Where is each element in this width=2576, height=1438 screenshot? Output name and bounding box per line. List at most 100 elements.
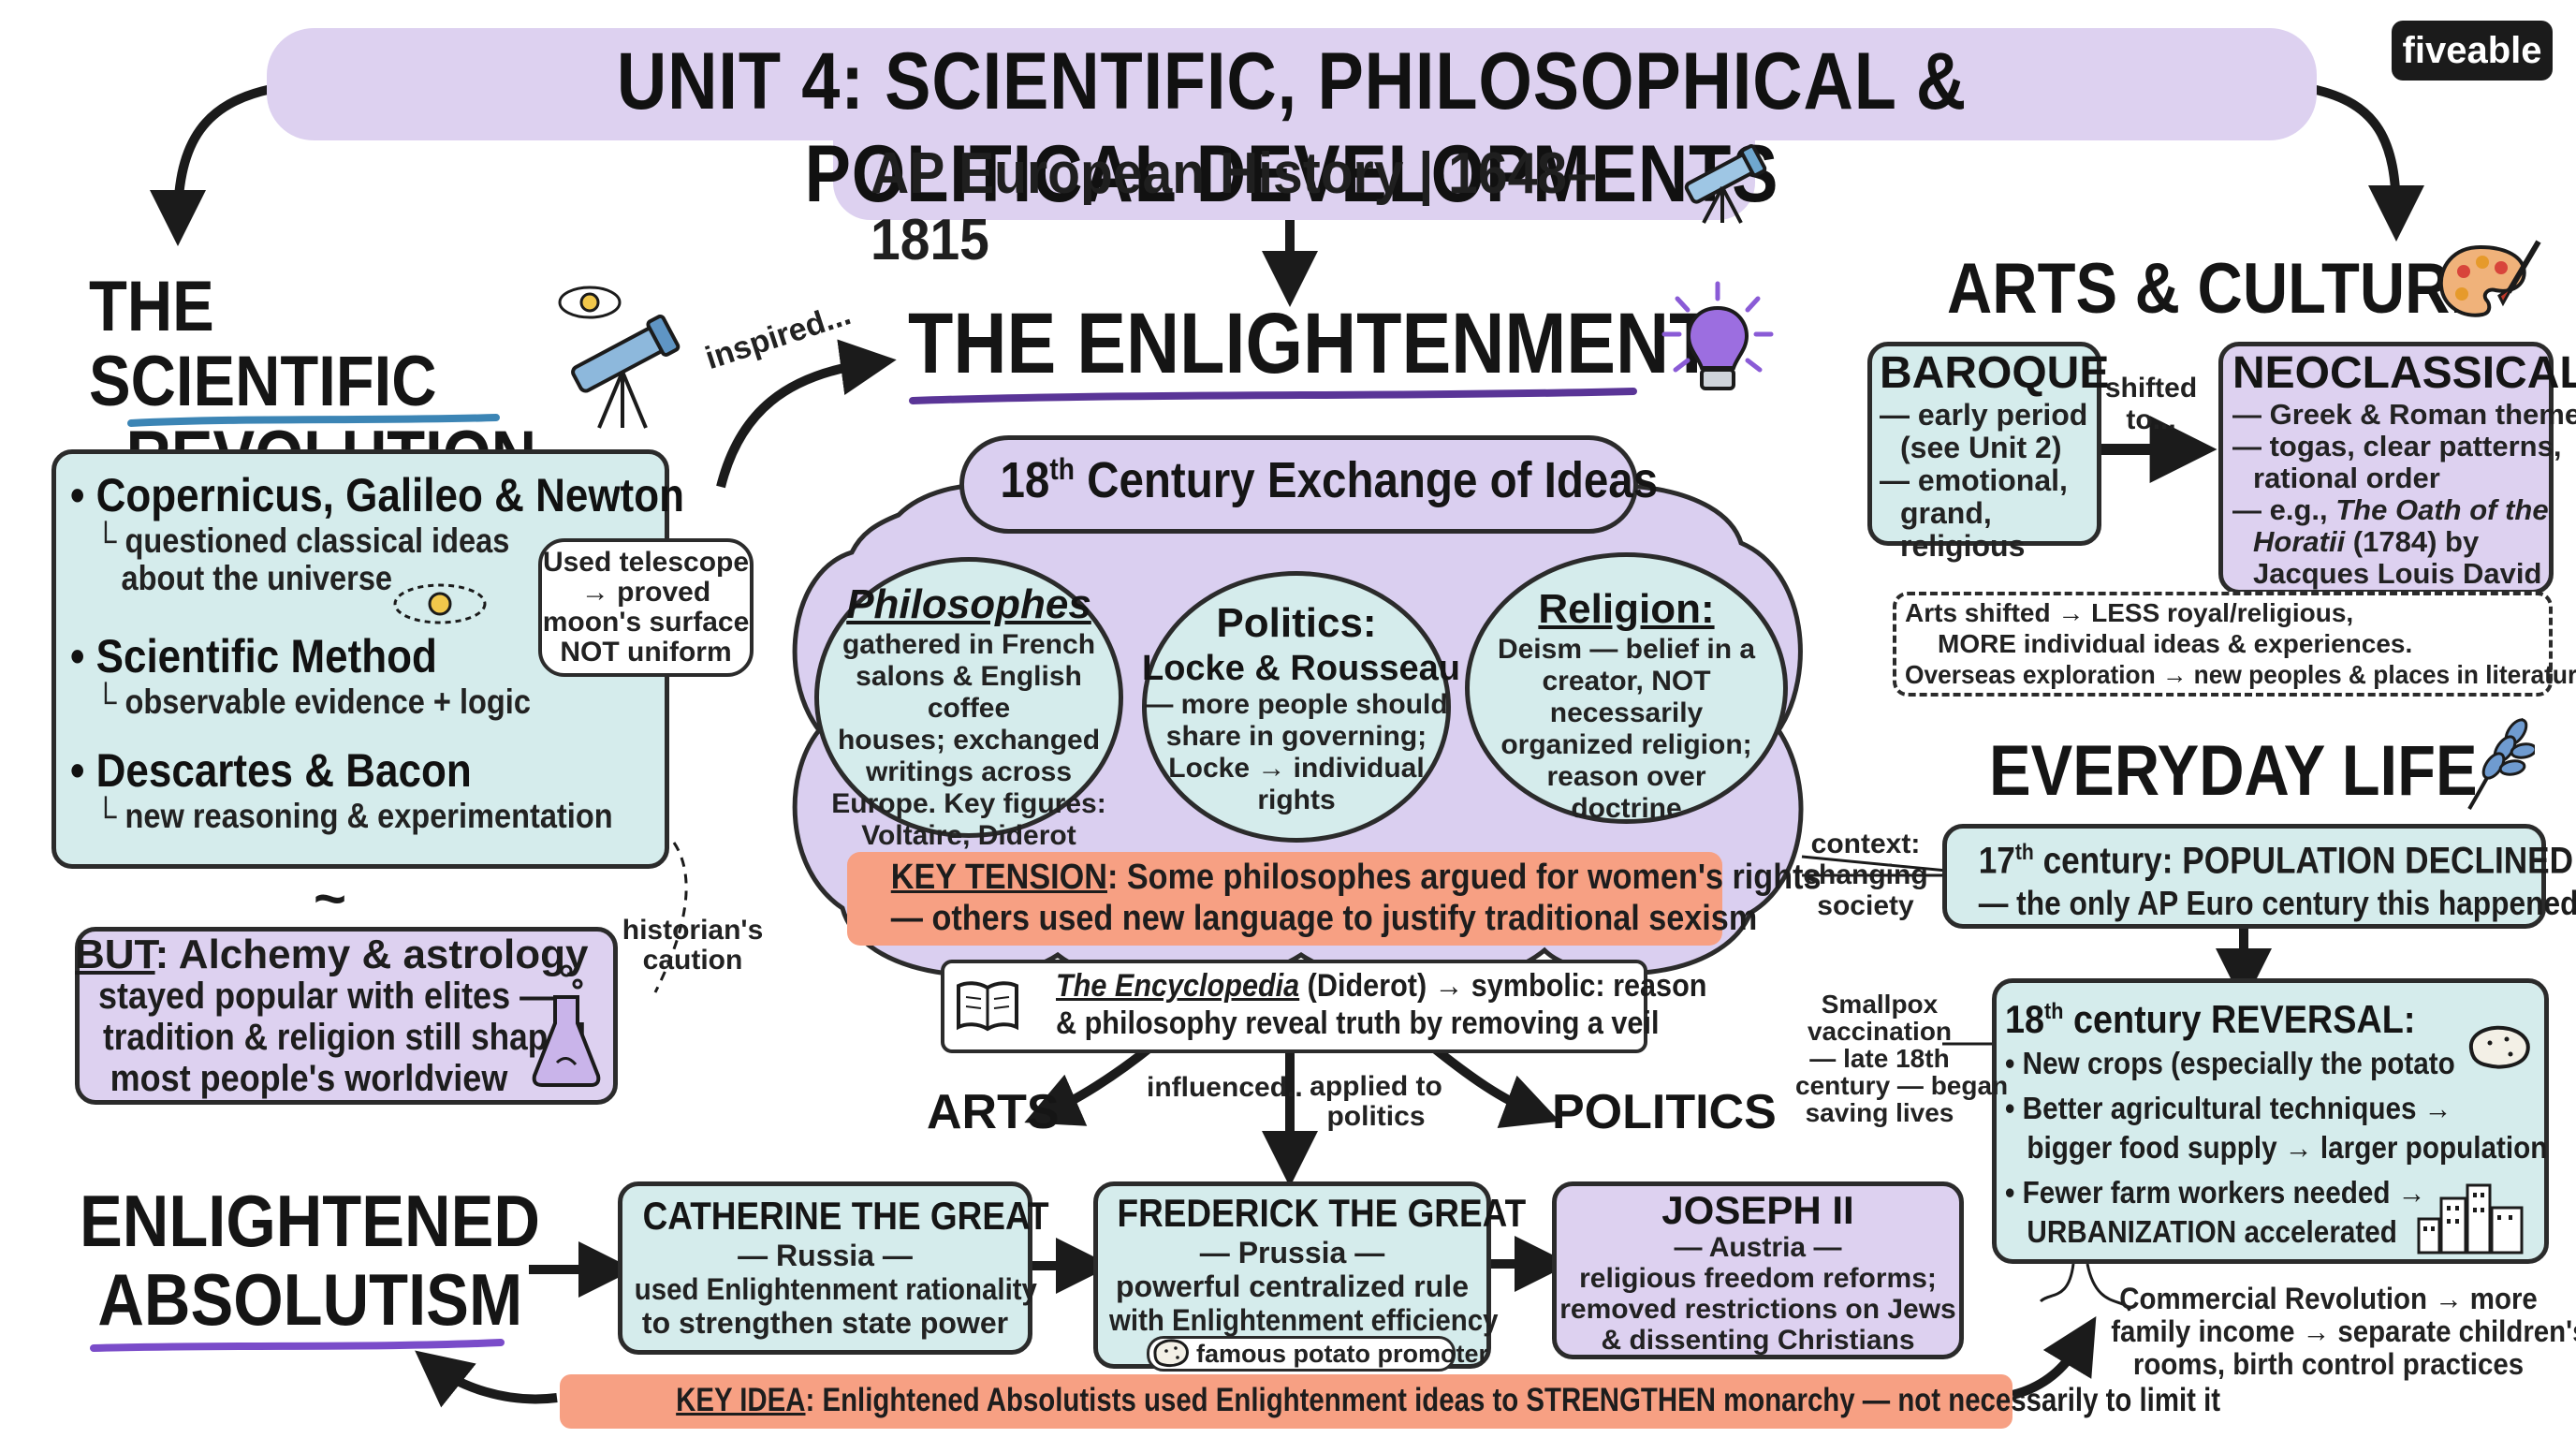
- frederick-line-1: — Prussia —: [1199, 1236, 1385, 1269]
- religion-line-5: doctrine: [1571, 793, 1682, 824]
- joseph-title: JOSEPH II: [1661, 1188, 1854, 1232]
- caution-line-2: caution: [642, 945, 743, 976]
- philosophes-line-4: writings across: [865, 756, 1073, 787]
- commercial-note: Commercial Revolution → more family inco…: [2092, 1283, 2576, 1381]
- subtitle-banner: [833, 131, 1755, 220]
- but-line-3: most people's worldview: [110, 1058, 508, 1099]
- but-text: BUT: Alchemy & astrology stayed popular …: [75, 934, 589, 1100]
- smallpox-line-4: century — began: [1795, 1071, 2009, 1100]
- c18-item-1: New crops (especially the potato: [2022, 1046, 2455, 1080]
- smallpox-line-2: vaccination: [1807, 1017, 1953, 1046]
- neo-line-2: — togas, clear patterns,: [2232, 430, 2562, 462]
- but-line-1: stayed popular with elites —: [98, 976, 554, 1017]
- key-tension-label: KEY TENSION: [890, 858, 1107, 897]
- sci-item-3-title: Descartes & Bacon: [95, 744, 472, 797]
- smallpox-line-3: — late 18th: [1809, 1044, 1950, 1073]
- politics-line-3: Locke → individual: [1168, 753, 1425, 784]
- joseph-text: JOSEPH II — Austria — religious freedom …: [1552, 1188, 1964, 1357]
- callout-line-3: moon's surface: [542, 607, 750, 638]
- sci-item-2-title: Scientific Method: [95, 630, 437, 682]
- catherine-line-2: used Enlightenment rationality: [634, 1272, 1037, 1306]
- neo-line-1: — Greek & Roman themes: [2232, 398, 2576, 431]
- key-tension-line-1: : Some philosophes argued for women's ri…: [1106, 858, 1822, 897]
- inspired-label: inspired...: [700, 296, 856, 377]
- encyclopedia-text: The Encyclopedia (Diderot) → symbolic: r…: [1025, 967, 1706, 1042]
- applied-line-1: applied to: [1310, 1071, 1442, 1102]
- callout-line-2: → proved: [580, 577, 711, 608]
- shift-note-line-2: MORE individual ideas & experiences.: [1938, 629, 2413, 658]
- philosophes-title: Philosophes: [846, 581, 1091, 627]
- c17-title: century: POPULATION DECLINED: [2033, 840, 2574, 882]
- sci-item-2-detail-1: observable evidence + logic: [124, 682, 531, 721]
- politics-text: Politics: Locke & Rousseau — more people…: [1142, 599, 1460, 816]
- encyclopedia-title: The Encyclopedia: [1056, 968, 1300, 1004]
- c17-text: 17th century: POPULATION DECLINED — the …: [1942, 831, 2576, 925]
- everyday-life-heading: EVERYDAY LIFE: [1989, 731, 2478, 811]
- but-line-2: tradition & religion still shaped: [103, 1017, 587, 1058]
- exchange-post: Century Exchange of Ideas: [1074, 452, 1659, 508]
- joseph-line-3: removed restrictions on Jews: [1559, 1294, 1956, 1325]
- c18-sup: th: [2044, 999, 2064, 1024]
- neoclassical-text: NEOCLASSICAL — Greek & Roman themes — to…: [2232, 348, 2576, 590]
- encyclopedia-line-1: (Diderot) → symbolic: reason: [1299, 968, 1707, 1004]
- c18-item-2: Better agricultural techniques →: [2022, 1091, 2452, 1125]
- page-subtitle: AP European History | 1648–1815: [871, 141, 1597, 272]
- telescope-callout-text: Used telescope → proved moon's surface N…: [538, 548, 754, 668]
- arts-label: ARTS: [927, 1085, 1060, 1139]
- enlightenment-heading: THE ENLIGHTENMENT: [908, 296, 1715, 391]
- sci-item-3: • Descartes & Bacon └ new reasoning & ex…: [70, 744, 613, 835]
- shifted-line-1: shifted: [2104, 373, 2198, 404]
- baroque-line-1: — early period: [1880, 398, 2088, 432]
- brand-badge: fiveable: [2392, 21, 2553, 81]
- exchange-pre: 18: [1000, 452, 1050, 508]
- baroque-text: BAROQUE — early period (see Unit 2) — em…: [1880, 348, 2110, 563]
- shifted-label: shifted to...: [2100, 373, 2203, 436]
- c18-title: century REVERSAL:: [2063, 997, 2416, 1041]
- neo-line-4-pre: — e.g.,: [2232, 493, 2336, 526]
- c17-sup: th: [2014, 840, 2034, 865]
- context-label: context: changing society: [1795, 829, 1936, 921]
- potato-promoter-text: famous potato promoter: [1196, 1340, 1489, 1368]
- commercial-line-3: rooms, birth control practices: [2132, 1347, 2525, 1381]
- exchange-sup: th: [1049, 452, 1075, 486]
- wheat-icon: [2467, 717, 2535, 811]
- smallpox-line-5: saving lives: [1805, 1098, 1954, 1127]
- philosophes-line-3: houses; exchanged: [837, 725, 1101, 756]
- caution-line-1: historian's: [622, 915, 764, 946]
- encyclopedia-line-2: & philosophy reveal truth by removing a …: [1056, 1005, 1660, 1041]
- neo-line-4-italic: The Oath of the: [2335, 493, 2549, 526]
- c17-pre: 17: [1978, 840, 2015, 882]
- shift-note-line-1: Arts shifted → LESS royal/religious,: [1905, 598, 2354, 627]
- telescope-icon: [1684, 144, 1767, 224]
- title-banner: [267, 28, 2317, 140]
- key-idea-text: KEY IDEA: Enlightened Absolutists used E…: [676, 1382, 2220, 1419]
- baroque-line-2: (see Unit 2): [1900, 431, 2062, 464]
- religion-oval: [1465, 552, 1788, 824]
- religion-line-4: reason over: [1546, 761, 1706, 792]
- sci-item-1-detail-2: about the universe: [121, 559, 393, 597]
- c18-item-3: bigger food supply → larger population: [2027, 1130, 2548, 1165]
- politics-line-1: — more people should: [1145, 689, 1448, 720]
- absolutism-heading-line1: ENLIGHTENED: [80, 1180, 540, 1262]
- c17-box: [1942, 824, 2546, 929]
- potato-icon: [1153, 1339, 1189, 1368]
- baroque-line-3: — emotional,: [1880, 463, 2068, 497]
- brand-text: fiveable: [2402, 30, 2542, 71]
- politics-line-2: share in governing;: [1165, 721, 1427, 752]
- neo-line-5-post: (1784) by: [2345, 525, 2480, 558]
- page-title: UNIT 4: SCIENTIFIC, PHILOSOPHICAL & POLI…: [616, 37, 1968, 219]
- tilde-mark: ~: [314, 867, 347, 930]
- applied-line-2: politics: [1326, 1101, 1426, 1132]
- callout-line-1: Used telescope: [542, 547, 750, 578]
- flask-icon: [532, 964, 601, 1087]
- baroque-box: [1867, 342, 2101, 546]
- orbit-sun-icon: [393, 583, 487, 624]
- baroque-title: BAROQUE: [1880, 348, 2110, 398]
- encyclopedia-box: [941, 960, 1647, 1053]
- key-idea-label: KEY IDEA: [676, 1382, 806, 1418]
- religion-line-3: organized religion;: [1500, 729, 1752, 760]
- philosophes-line-1: gathered in French: [842, 629, 1096, 660]
- context-line-3: society: [1817, 890, 1914, 921]
- c18-text: 18th century REVERSAL: • New crops (espe…: [2005, 988, 2548, 1252]
- historians-caution: historian's caution: [618, 916, 768, 976]
